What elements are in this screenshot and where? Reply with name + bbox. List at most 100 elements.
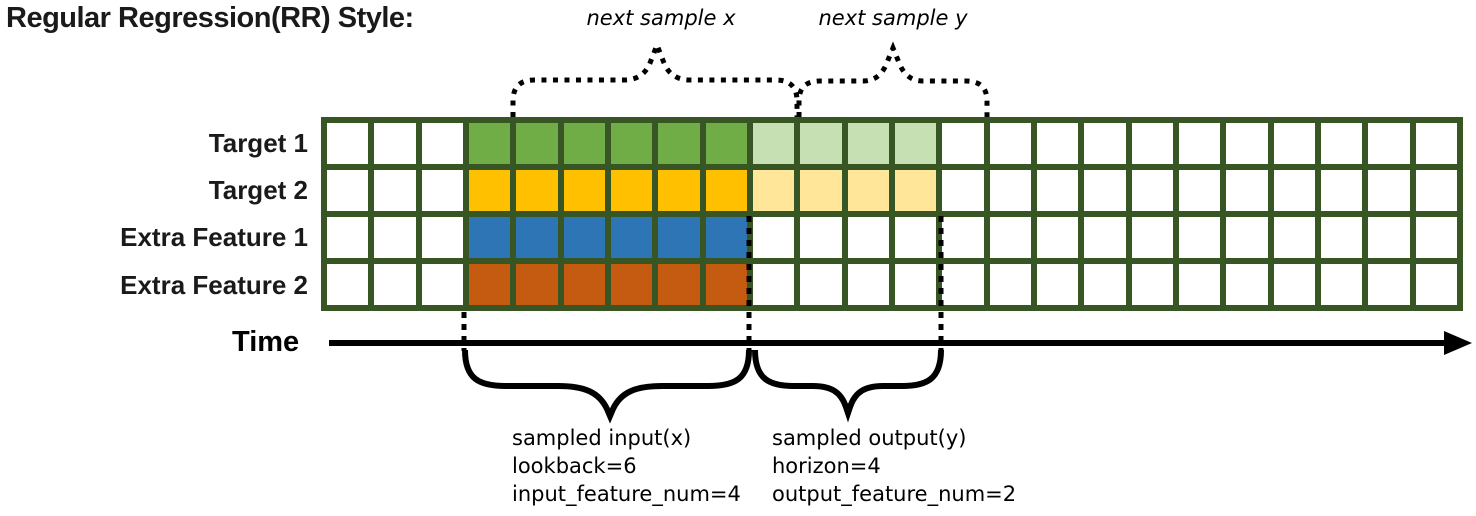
grid-cell-r2c18 [1131, 170, 1173, 211]
grid-cell-r2c15 [989, 170, 1031, 211]
grid-cell-r3c14 [942, 217, 984, 258]
grid-cell-r1c16 [1036, 123, 1079, 164]
grid-cell-r1c3 [421, 123, 463, 164]
grid-cell-r4c11 [800, 264, 842, 305]
grid-cell-r2c22 [1320, 170, 1363, 211]
row-label-target-1: Target 1 [208, 128, 308, 158]
grid-cell-r1c8 [658, 123, 700, 164]
grid-cell-r4c3 [421, 264, 463, 305]
grid-cell-r4c15 [989, 264, 1031, 305]
grid-cell-r1c4 [468, 123, 511, 164]
grid-cell-r2c6 [563, 170, 605, 211]
grid-cell-r3c22 [1320, 217, 1363, 258]
grid-cell-r1c17 [1084, 123, 1126, 164]
sampled-output-brace [752, 349, 944, 423]
grid-cell-r4c8 [658, 264, 700, 305]
grid-cell-r2c2 [374, 170, 416, 211]
grid-cell-r2c14 [942, 170, 984, 211]
sampled-output-line: sampled output(y) [772, 426, 967, 450]
grid-cell-r2c21 [1273, 170, 1315, 211]
grid-cell-r2c9 [705, 170, 747, 211]
grid-cell-r1c13 [894, 123, 937, 164]
grid-cell-r1c9 [705, 123, 747, 164]
grid-cell-r1c24 [1415, 123, 1457, 164]
grid-cell-r2c5 [516, 170, 558, 211]
sampled-input-annotation: sampled input(x) lookback=6 input_featur… [512, 424, 741, 508]
grid-cell-r4c12 [847, 264, 889, 305]
row-label-extra-feature-1: Extra Feature 1 [120, 222, 308, 252]
grid-cell-r1c20 [1226, 123, 1268, 164]
grid-cell-r3c20 [1226, 217, 1268, 258]
grid-cell-r3c1 [327, 217, 369, 258]
grid-cell-r3c13 [894, 217, 937, 258]
grid-cell-r1c23 [1368, 123, 1410, 164]
grid-cell-r4c14 [942, 264, 984, 305]
grid-cell-r1c11 [800, 123, 842, 164]
grid-cell-r3c5 [516, 217, 558, 258]
sampled-output-annotation: sampled output(y) horizon=4 output_featu… [772, 424, 1016, 508]
grid-cell-r2c11 [800, 170, 842, 211]
grid-cell-r2c1 [327, 170, 369, 211]
grid-cell-r4c9 [705, 264, 747, 305]
grid-cell-r3c18 [1131, 217, 1173, 258]
row-label-extra-feature-2: Extra Feature 2 [120, 270, 308, 300]
grid-cell-r2c7 [610, 170, 653, 211]
time-axis-label: Time [232, 326, 300, 358]
grid-cell-r1c2 [374, 123, 416, 164]
grid-cell-r1c18 [1131, 123, 1173, 164]
grid-cell-r4c7 [610, 264, 653, 305]
next-sample-x-brace [510, 38, 800, 117]
grid-cell-r3c19 [1178, 217, 1221, 258]
grid-cell-r4c1 [327, 264, 369, 305]
grid-cell-r4c22 [1320, 264, 1363, 305]
grid-cell-r4c17 [1084, 264, 1126, 305]
grid-cell-r3c3 [421, 217, 463, 258]
grid-cell-r3c10 [752, 217, 795, 258]
grid-cell-r1c1 [327, 123, 369, 164]
grid-cell-r3c11 [800, 217, 842, 258]
row-label-target-2: Target 2 [208, 175, 308, 205]
grid-cell-r2c17 [1084, 170, 1126, 211]
grid-cell-r2c12 [847, 170, 889, 211]
grid-cell-r4c21 [1273, 264, 1315, 305]
grid-cell-r1c6 [563, 123, 605, 164]
timeseries-grid [321, 117, 1463, 311]
grid-cell-r2c3 [421, 170, 463, 211]
grid-cell-r3c17 [1084, 217, 1126, 258]
grid-cell-r3c7 [610, 217, 653, 258]
grid-cell-r4c5 [516, 264, 558, 305]
grid-cell-r1c19 [1178, 123, 1221, 164]
grid-cell-r1c21 [1273, 123, 1315, 164]
grid-cell-r3c21 [1273, 217, 1315, 258]
input-feature-line: input_feature_num=4 [512, 482, 741, 506]
grid-cell-r2c19 [1178, 170, 1221, 211]
grid-cell-r4c18 [1131, 264, 1173, 305]
grid-cell-r3c9 [705, 217, 747, 258]
sampled-input-line: sampled input(x) [512, 426, 692, 450]
grid-cell-r2c10 [752, 170, 795, 211]
grid-cell-r2c8 [658, 170, 700, 211]
grid-cell-r2c20 [1226, 170, 1268, 211]
grid-cell-r1c14 [942, 123, 984, 164]
grid-cell-r2c13 [894, 170, 937, 211]
page-title: Regular Regression(RR) Style: [6, 2, 414, 34]
grid-cell-r1c22 [1320, 123, 1363, 164]
grid-cell-r2c16 [1036, 170, 1079, 211]
grid-cell-r2c4 [468, 170, 511, 211]
grid-cell-r4c10 [752, 264, 795, 305]
grid-cell-r3c12 [847, 217, 889, 258]
grid-cell-r4c19 [1178, 264, 1221, 305]
grid-cell-r3c23 [1368, 217, 1410, 258]
output-feature-line: output_feature_num=2 [772, 482, 1017, 506]
grid-cell-r1c10 [752, 123, 795, 164]
sampled-input-brace [462, 349, 752, 424]
next-sample-y-brace [796, 41, 990, 117]
grid-cell-r1c7 [610, 123, 653, 164]
grid-cell-r3c16 [1036, 217, 1079, 258]
grid-cell-r4c24 [1415, 264, 1457, 305]
grid-cell-r3c4 [468, 217, 511, 258]
grid-cell-r3c8 [658, 217, 700, 258]
next-sample-x-label: next sample x [586, 6, 736, 30]
next-sample-y-label: next sample y [818, 6, 968, 30]
